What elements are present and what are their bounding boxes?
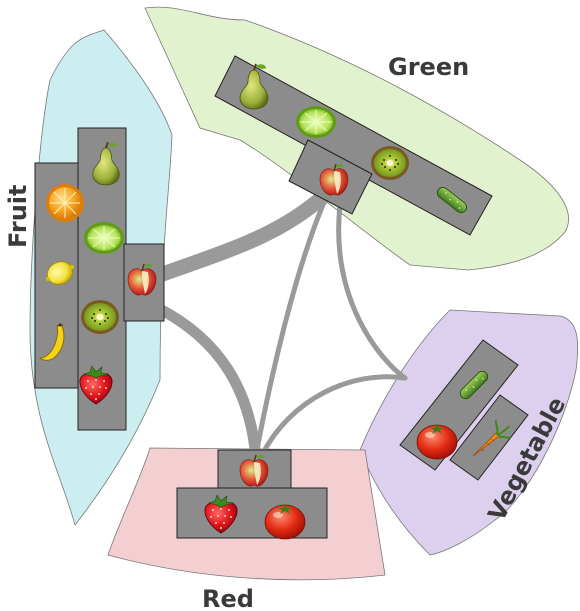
lime-icon xyxy=(83,221,125,255)
lime-icon xyxy=(295,105,337,139)
edge-green-vegetable xyxy=(336,202,408,381)
edge-red-vegetable xyxy=(259,374,408,458)
kiwi-icon xyxy=(371,146,409,180)
edge-fruit-green xyxy=(152,187,333,283)
fruit-label: Fruit xyxy=(4,185,32,248)
red-set xyxy=(176,449,328,540)
vegetable-set-region xyxy=(359,309,579,556)
edge-fruit-red xyxy=(152,302,262,464)
red-strip-cell xyxy=(176,487,328,539)
orange-icon xyxy=(45,183,85,223)
red-label: Red xyxy=(202,585,254,611)
vegetable-carrot-cell xyxy=(449,394,529,481)
green-strip-cell xyxy=(214,55,493,236)
vegetable-set xyxy=(399,339,529,481)
fruit-set xyxy=(34,127,165,431)
edge-green-red xyxy=(253,197,328,458)
green-set xyxy=(214,55,493,236)
edge-group xyxy=(152,187,408,464)
green-label: Green xyxy=(388,53,469,81)
kiwi-icon xyxy=(81,300,119,334)
